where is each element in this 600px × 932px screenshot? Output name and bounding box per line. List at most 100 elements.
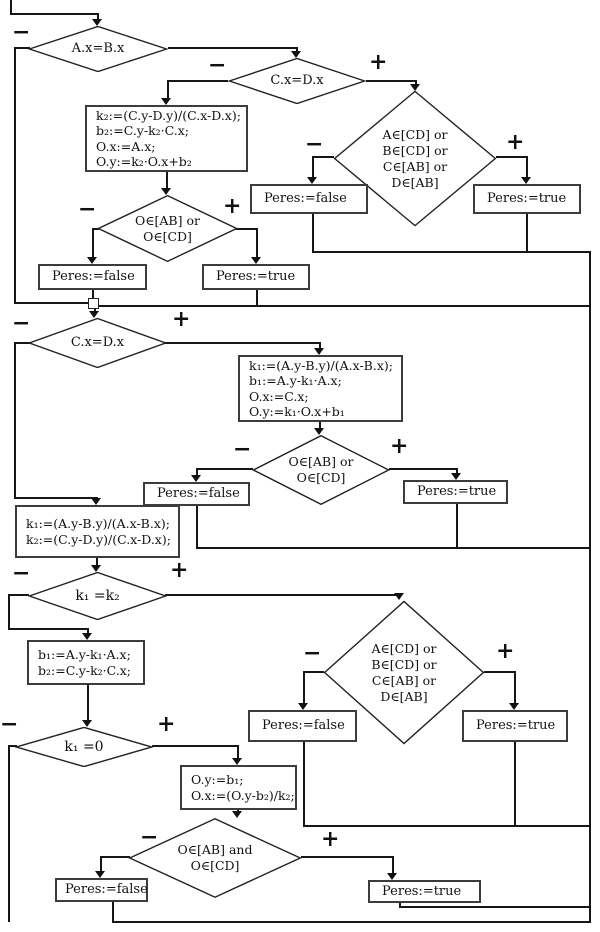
connector: [312, 156, 314, 178]
connector: [10, 0, 12, 15]
decision-o-in-ab-or-cd-mid: O∈[AB] or O∈[CD]: [252, 435, 390, 505]
decision-k1-eq-k2: k₁ =k₂: [28, 572, 167, 620]
connector: [366, 80, 416, 82]
arrowhead: [314, 348, 324, 355]
decision-o-in-ab-and-cd: O∈[AB] and O∈[CD]: [128, 818, 302, 898]
connector: [168, 47, 297, 49]
branch-minus-label: −: [233, 436, 252, 462]
decision-label-line: B∈[CD] or: [382, 142, 448, 158]
arrowhead: [161, 188, 171, 195]
outcome-peres-true: Peres:=true: [473, 184, 581, 214]
outcome-peres-false: Peres:=false: [55, 878, 148, 902]
connector: [514, 742, 516, 827]
outcome-peres-false: Peres:=false: [248, 710, 357, 742]
connector: [296, 47, 298, 53]
connector: [92, 228, 94, 258]
outcome-peres-true: Peres:=true: [403, 480, 508, 504]
decision-cx-eq-dx-top: C.x=D.x: [228, 58, 366, 104]
decision-label: k₁ =k₂: [75, 588, 120, 604]
branch-plus-label: +: [506, 129, 525, 155]
branch-plus-label: +: [321, 826, 340, 852]
connector: [514, 671, 516, 704]
connector: [112, 902, 114, 923]
connector: [14, 342, 16, 499]
connector: [14, 47, 30, 49]
connector: [10, 13, 99, 15]
branch-plus-label: +: [369, 49, 388, 75]
connector: [87, 628, 89, 634]
connector: [303, 825, 591, 827]
arrowhead: [92, 19, 102, 26]
connector: [8, 594, 10, 630]
line-hop: [88, 298, 99, 309]
connector: [165, 342, 321, 344]
arrowhead: [232, 811, 242, 818]
outcome-peres-false: Peres:=false: [250, 184, 368, 214]
connector: [152, 745, 239, 747]
connector: [97, 13, 99, 20]
connector: [312, 251, 591, 253]
connector: [389, 468, 458, 470]
arrowhead: [95, 871, 105, 878]
decision-label-line: A∈[CD] or: [382, 126, 448, 142]
arrowhead: [82, 633, 92, 640]
connector: [100, 856, 130, 858]
connector: [484, 671, 516, 673]
arrowhead: [251, 257, 261, 264]
decision-label-line: A∈[CD] or: [371, 640, 437, 656]
branch-plus-label: +: [496, 638, 515, 664]
arrowhead: [232, 758, 242, 765]
branch-minus-label: −: [78, 196, 97, 222]
connector: [456, 468, 458, 474]
connector: [301, 856, 394, 858]
decision-membership-top: A∈[CD] or B∈[CD] or C∈[AB] or D∈[AB]: [333, 90, 497, 227]
connector: [92, 305, 591, 307]
connector: [8, 594, 29, 596]
connector: [87, 685, 89, 721]
connector: [256, 290, 258, 307]
process-oy-ox-block: O.y:=b₁; O.x:=(O.y-b₂)/k₂;: [180, 765, 297, 810]
connector: [456, 504, 458, 549]
connector: [312, 214, 314, 253]
connector: [526, 214, 528, 253]
connector: [589, 251, 591, 923]
connector: [319, 422, 321, 429]
arrowhead: [291, 51, 301, 58]
arrowhead: [307, 177, 317, 184]
arrowhead: [161, 98, 171, 105]
arrowhead: [91, 498, 101, 505]
branch-minus-label: −: [140, 824, 159, 850]
connector: [236, 228, 258, 230]
decision-label-line: D∈[AB]: [380, 688, 428, 704]
branch-minus-label: −: [303, 640, 322, 666]
arrowhead: [87, 257, 97, 264]
connector: [14, 497, 98, 499]
arrowhead: [89, 311, 99, 318]
connector: [196, 547, 591, 549]
decision-label-line: C∈[AB] or: [382, 158, 448, 174]
connector: [167, 80, 169, 99]
connector: [96, 558, 98, 566]
decision-label: C.x=D.x: [70, 335, 125, 350]
branch-plus-label: +: [390, 433, 409, 459]
outcome-peres-true: Peres:=true: [202, 264, 310, 290]
arrowhead: [410, 84, 420, 91]
connector: [197, 468, 253, 470]
decision-label-line: C∈[AB] or: [371, 672, 437, 688]
branch-plus-label: +: [172, 306, 191, 332]
connector: [312, 156, 334, 158]
outcome-peres-true: Peres:=true: [368, 880, 481, 903]
branch-plus-label: +: [157, 711, 176, 737]
decision-ax-eq-bx: A.x=B.x: [28, 26, 168, 72]
connector: [112, 921, 591, 923]
connector: [8, 745, 17, 747]
connector: [526, 156, 528, 178]
decision-membership-bottom: A∈[CD] or B∈[CD] or C∈[AB] or D∈[AB]: [323, 600, 485, 745]
connector: [237, 745, 239, 759]
branch-plus-label: +: [223, 193, 242, 219]
outcome-peres-false: Peres:=false: [38, 264, 147, 290]
arrowhead: [91, 565, 101, 572]
branch-minus-label: −: [208, 52, 227, 78]
arrowhead: [521, 177, 531, 184]
